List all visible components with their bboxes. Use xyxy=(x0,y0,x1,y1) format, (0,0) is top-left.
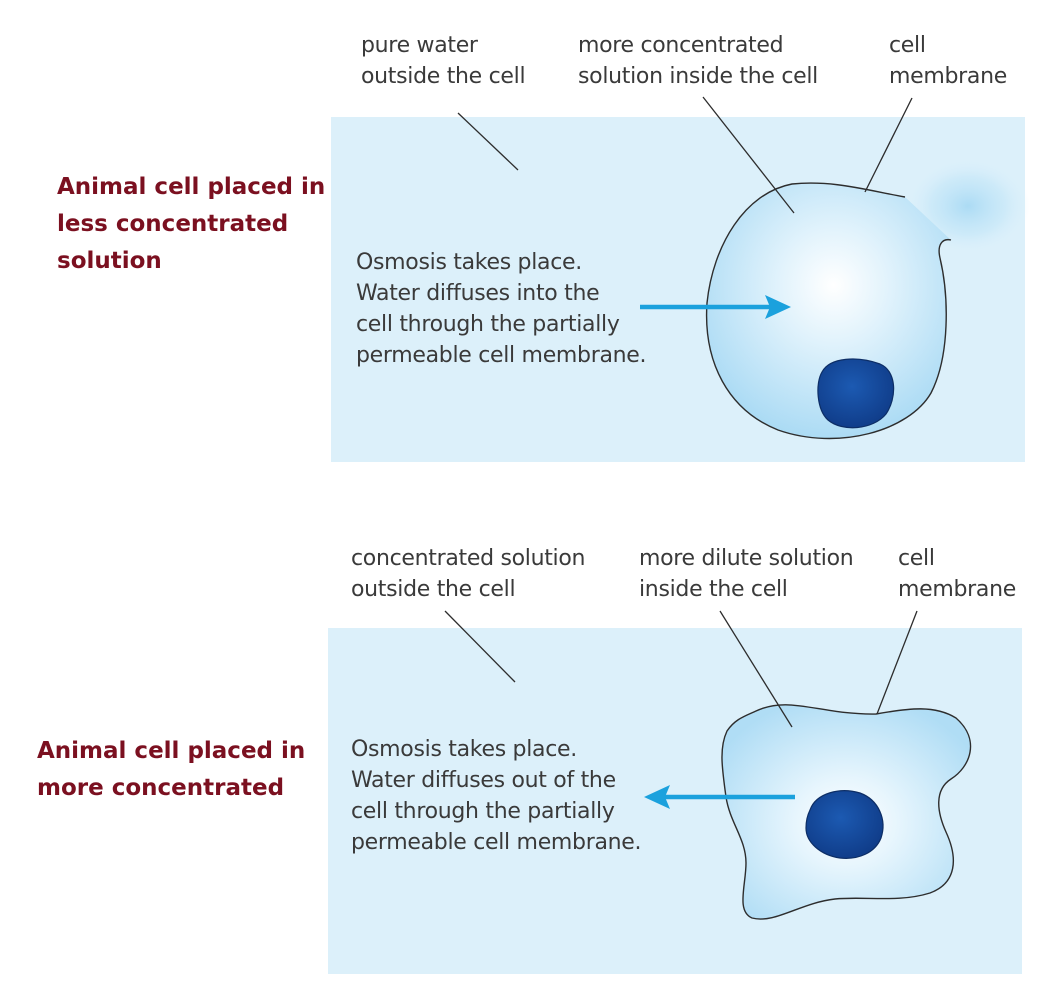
leader-line-outside-2 xyxy=(444,610,516,683)
leader-line-outside-1 xyxy=(457,112,519,171)
label-inside-2: more dilute solution inside the cell xyxy=(639,546,854,602)
label-outside-1: pure water outside the cell xyxy=(361,33,526,89)
caption-line: Animal cell placed in xyxy=(37,738,306,764)
caption-line: Animal cell placed in xyxy=(57,174,326,200)
leader-line-inside-2 xyxy=(719,610,793,728)
caption-line: solution xyxy=(57,248,162,274)
label-inside-1: more concentrated solution inside the ce… xyxy=(578,33,818,89)
nucleus-1 xyxy=(817,358,895,429)
description-panel-1: Osmosis takes place. Water diffuses into… xyxy=(356,250,647,368)
caption-line: more concentrated xyxy=(37,775,285,801)
leader-line-membrane-1 xyxy=(864,97,913,193)
leader-line-membrane-2 xyxy=(876,610,918,715)
nucleus-2 xyxy=(805,790,884,859)
caption-panel-2: Animal cell placed in more concentrated xyxy=(37,733,322,807)
label-membrane-1: cell membrane xyxy=(889,33,1007,89)
arrow-into-cell-head xyxy=(765,295,791,319)
caption-panel-1: Animal cell placed in less concentrated … xyxy=(57,169,327,280)
caption-line: less concentrated xyxy=(57,211,289,237)
label-membrane-2: cell membrane xyxy=(898,546,1016,602)
label-outside-2: concentrated solution outside the cell xyxy=(351,546,586,602)
leader-line-inside-1 xyxy=(702,96,795,214)
arrow-out-of-cell-head xyxy=(644,785,670,809)
description-panel-2: Osmosis takes place. Water diffuses out … xyxy=(351,737,642,855)
